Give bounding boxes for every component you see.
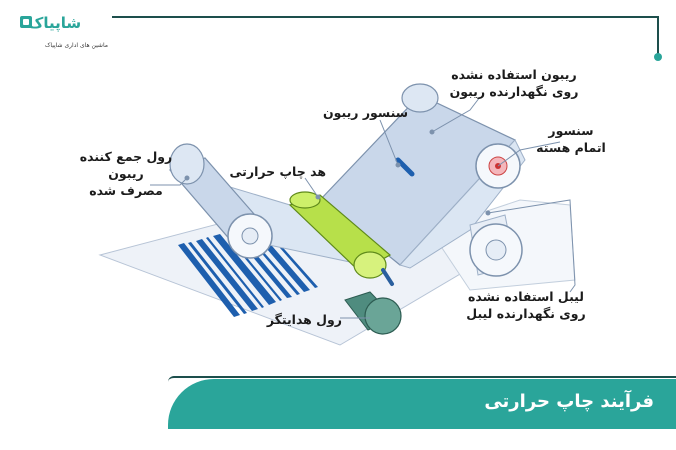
take-up-roll xyxy=(168,143,273,259)
banner-title: فرآیند چاپ حرارتی xyxy=(484,391,654,412)
banner-edge xyxy=(168,376,676,382)
logo-mark xyxy=(20,16,32,28)
label-thermal-head: هد چاپ حرارتی xyxy=(229,164,326,179)
top-frame-line xyxy=(112,16,658,18)
label-ribbon-unused: ریبون استفاده نشده روی نگهدارنده ریبون xyxy=(444,66,584,100)
label-guide-roll: رول هدایتگر xyxy=(266,312,342,327)
logo-name: شاپیاک xyxy=(28,14,82,32)
label-take-up-roll-text: رول جمع کننده ریبون مصرف شده xyxy=(79,149,173,198)
ribbon-sensor xyxy=(395,157,415,177)
thermal-print-head xyxy=(288,191,394,286)
label-sensor-end-text: سنسور اتمام هسته xyxy=(536,123,606,155)
title-banner: فرآیند چاپ حرارتی xyxy=(168,379,676,429)
logo-tagline: ماشین های اداری شاپیاک xyxy=(45,42,108,49)
label-ribbon-sensor: سنسور ریبون xyxy=(323,105,408,120)
label-ribbon-unused-text: ریبون استفاده نشده روی نگهدارنده ریبون xyxy=(449,67,579,99)
guide-roll xyxy=(344,291,402,335)
frame-dot xyxy=(654,53,662,61)
logo xyxy=(20,14,130,54)
right-frame-line xyxy=(657,16,659,54)
label-take-up-roll: رول جمع کننده ریبون مصرف شده xyxy=(76,148,176,199)
label-label-unused: لیبل استفاده نشده روی نگهدارنده لیبل xyxy=(456,288,596,322)
leader-lines xyxy=(150,96,576,319)
label-supply-roll xyxy=(469,214,523,277)
label-sensor-end: سنسور اتمام هسته xyxy=(536,122,606,156)
label-label-unused-text: لیبل استفاده نشده روی نگهدارنده لیبل xyxy=(466,289,586,321)
